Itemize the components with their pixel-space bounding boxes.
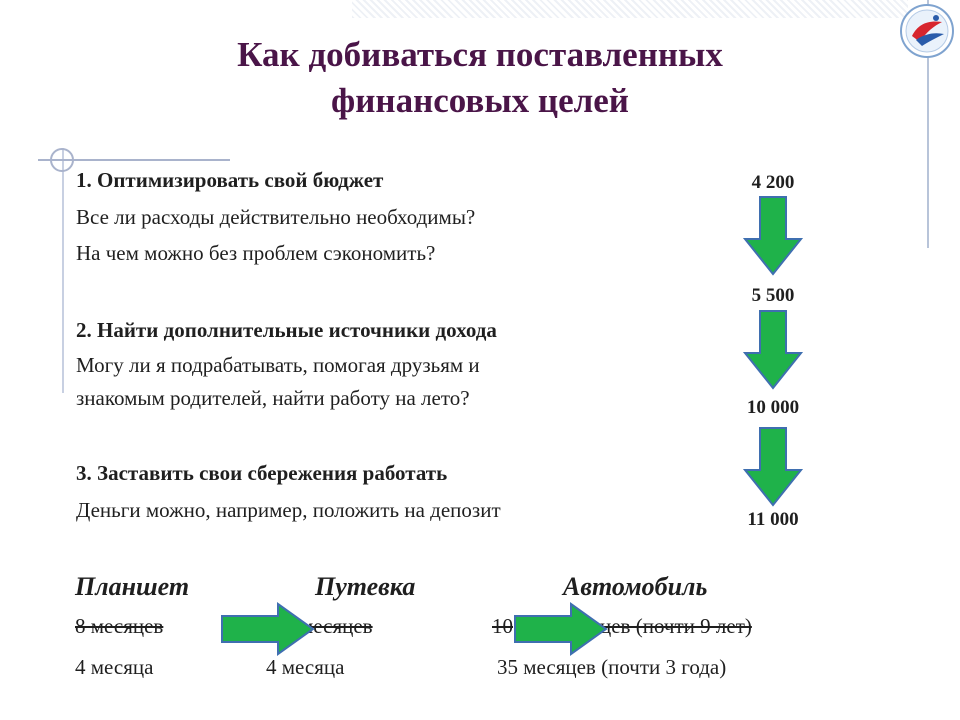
step-2-line-2: знакомым родителей, найти работу на лето… xyxy=(76,386,470,410)
arrow-down-icon xyxy=(742,310,804,390)
step-1-line-1: Все ли расходы действительно необходимы? xyxy=(76,205,476,229)
amount-2: 5 500 xyxy=(751,285,795,306)
page-title: Как добиваться поставленных финансовых ц… xyxy=(237,35,723,120)
goal-before-car-part2: цев (почти 9 лет) xyxy=(600,614,752,638)
step-2-line-1: Могу ли я подрабатывать, помогая друзьям… xyxy=(76,353,480,377)
arrow-down-icon xyxy=(742,196,804,276)
arrow-right-icon xyxy=(514,602,608,656)
goal-header-tablet: Планшет xyxy=(75,572,190,601)
goal-header-car: Автомобиль xyxy=(563,572,708,601)
step-3-line-1: Деньги можно, например, положить на депо… xyxy=(76,498,501,522)
goal-header-trip: Путевка xyxy=(315,572,416,601)
decorative-hatch-band xyxy=(352,0,908,18)
amount-4: 11 000 xyxy=(747,509,799,530)
goal-before-car-part1: 10 xyxy=(492,614,513,638)
decorative-line-right xyxy=(927,0,929,248)
goal-after-trip: 4 месяца xyxy=(266,655,345,679)
arrow-right-icon xyxy=(221,602,315,656)
step-1-heading: 1. Оптимизировать свой бюджет xyxy=(76,168,384,192)
step-1-line-2: На чем можно без проблем сэкономить? xyxy=(76,241,436,265)
goal-before-trip: месяцев xyxy=(300,614,373,638)
goal-after-tablet: 4 месяца xyxy=(75,655,154,679)
goal-before-tablet: 8 месяцев xyxy=(75,614,164,638)
goal-after-car: 35 месяцев (почти 3 года) xyxy=(497,655,727,679)
step-3-heading: 3. Заставить свои сбережения работать xyxy=(76,461,448,485)
logo xyxy=(900,4,954,58)
decorative-circle xyxy=(50,148,74,172)
amount-1: 4 200 xyxy=(751,172,795,193)
amount-3: 10 000 xyxy=(746,397,800,418)
decorative-line-left xyxy=(62,148,64,393)
step-2-heading: 2. Найти дополнительные источники дохода xyxy=(76,318,497,342)
arrow-down-icon xyxy=(742,427,804,507)
decorative-line-top-left xyxy=(38,159,230,161)
